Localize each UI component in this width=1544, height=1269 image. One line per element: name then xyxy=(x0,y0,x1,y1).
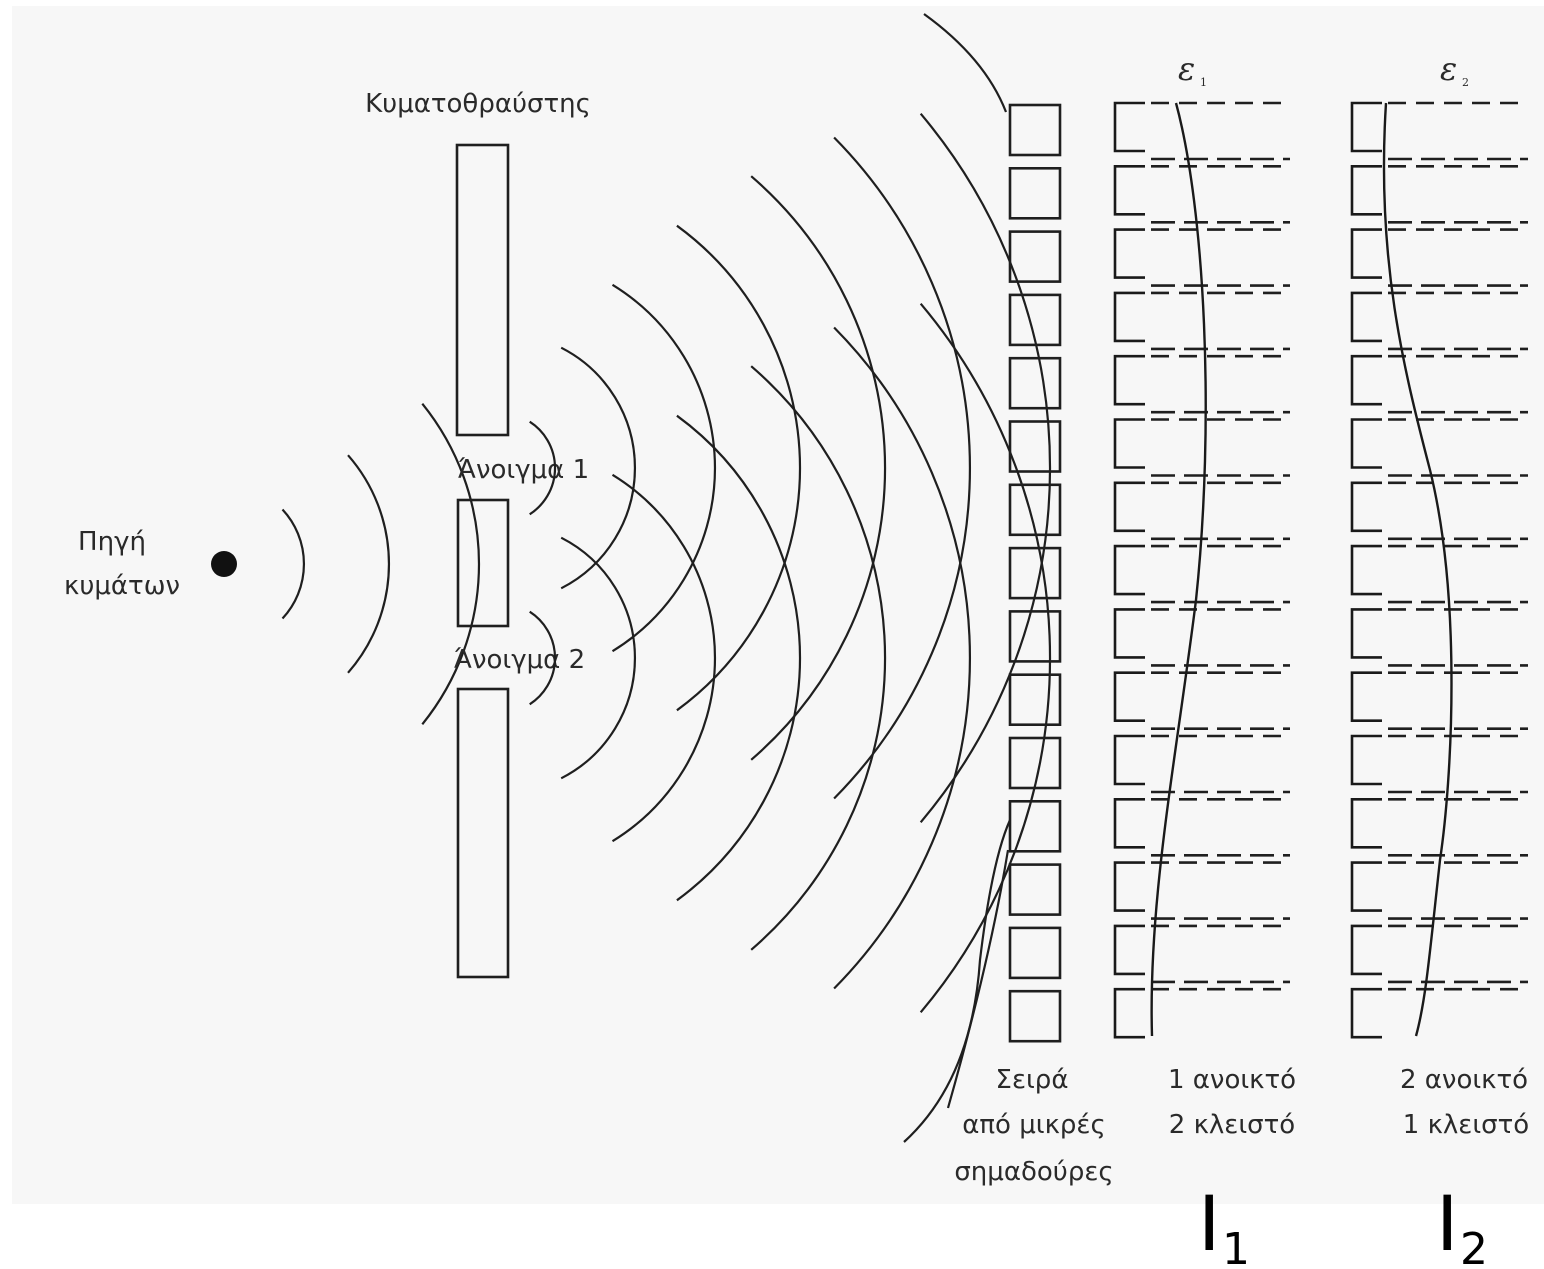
buoy xyxy=(1008,483,1062,537)
breakwater-middle-segment xyxy=(456,498,510,628)
marker-bracket xyxy=(1113,608,1145,659)
opening-2-wavefront xyxy=(560,536,636,780)
marker-bracket xyxy=(1350,354,1382,406)
buoys-label-line2: από μικρές xyxy=(962,1110,1105,1140)
svg-text:ε: ε xyxy=(1440,50,1457,88)
opening-1-wavefront xyxy=(529,420,557,516)
buoys-label-line3: σημαδούρες xyxy=(954,1157,1113,1187)
buoy xyxy=(1008,103,1062,157)
marker-bracket xyxy=(1350,101,1382,153)
buoys-label-line1: Σειρά xyxy=(996,1065,1069,1095)
marker-bracket xyxy=(1350,481,1382,533)
marker-bracket xyxy=(1350,987,1382,1039)
marker-bracket xyxy=(1350,924,1382,976)
marker-bracket xyxy=(1350,798,1382,849)
marker-bracket xyxy=(1113,481,1145,533)
marker-bracket xyxy=(1113,798,1145,849)
buoy xyxy=(1008,989,1062,1043)
incident-wavefront xyxy=(281,508,305,620)
buoy xyxy=(1008,799,1062,853)
opening-1-wavefront xyxy=(611,283,717,653)
case-1-amplitude-curve xyxy=(1150,102,1207,1037)
svg-text:1: 1 xyxy=(1200,76,1207,89)
svg-text:I: I xyxy=(1436,1179,1458,1268)
case-1-amplitude-markers xyxy=(1113,101,1290,1039)
buoy xyxy=(1008,293,1062,347)
svg-text:I: I xyxy=(1198,1179,1220,1268)
marker-bracket xyxy=(1113,165,1145,216)
marker-bracket xyxy=(1350,734,1382,786)
opening-2-diffracted-wavefronts xyxy=(529,302,1052,1014)
source-label-line1: Πηγή xyxy=(78,527,146,557)
opening-1-label: Άνοιγμα 1 xyxy=(458,455,589,485)
marker-bracket xyxy=(1113,544,1145,596)
marker-bracket xyxy=(1350,544,1382,596)
opening-1-diffracted-wavefronts xyxy=(529,112,1052,824)
case-2-label-line2: 1 κλειστό xyxy=(1403,1110,1529,1140)
svg-text:2: 2 xyxy=(1460,1224,1488,1269)
case-2-label-line1: 2 ανοικτό xyxy=(1400,1065,1528,1095)
opening-2-wavefront xyxy=(833,326,971,990)
buoy xyxy=(1008,230,1062,283)
breakwater-top-segment xyxy=(455,143,510,437)
svg-text:ε: ε xyxy=(1178,50,1195,88)
case-1-label-line1: 1 ανοικτό xyxy=(1168,1065,1296,1095)
opening-1-wavefront xyxy=(833,136,971,800)
buoy xyxy=(1008,926,1062,980)
buoy xyxy=(1008,167,1062,220)
marker-bracket xyxy=(1113,354,1145,406)
opening-1-wavefront xyxy=(750,175,887,761)
buoy xyxy=(1008,420,1062,473)
incident-wavefront xyxy=(421,403,481,725)
marker-bracket xyxy=(1113,671,1145,722)
opening-2-wavefront xyxy=(529,610,557,706)
epsilon-1-label: ε 1 xyxy=(1178,50,1207,89)
marker-bracket xyxy=(1113,101,1145,153)
marker-bracket xyxy=(1113,861,1145,912)
marker-bracket xyxy=(1350,418,1382,469)
case-1-label-line2: 2 κλειστό xyxy=(1169,1110,1295,1140)
opening-2-wavefront xyxy=(750,365,887,951)
source-label-line2: κυμάτων xyxy=(64,571,180,601)
wave-source-dot xyxy=(211,551,237,577)
buoy-row xyxy=(1008,103,1062,1043)
buoy xyxy=(1008,610,1062,663)
buoy xyxy=(1008,736,1062,790)
buoy xyxy=(1008,673,1062,727)
marker-bracket xyxy=(1350,671,1382,722)
case-2-amplitude-curve xyxy=(1382,102,1453,1037)
buoy xyxy=(1008,863,1062,916)
opening-1-wavefront xyxy=(676,224,802,712)
marker-bracket xyxy=(1350,608,1382,659)
marker-bracket xyxy=(1113,291,1145,343)
opening-2-wavefront xyxy=(676,414,802,902)
marker-bracket xyxy=(1350,291,1382,343)
marker-bracket xyxy=(1113,228,1145,279)
marker-bracket xyxy=(1350,165,1382,216)
marker-bracket xyxy=(1113,924,1145,976)
breakwater-bottom-segment xyxy=(456,687,510,979)
svg-text:2: 2 xyxy=(1462,76,1469,89)
opening-2-label: Άνοιγμα 2 xyxy=(454,645,585,675)
incident-wavefront xyxy=(347,454,390,674)
incident-wavefronts xyxy=(281,403,481,725)
marker-bracket xyxy=(1113,734,1145,786)
buoy xyxy=(1008,356,1062,410)
buoy xyxy=(1008,546,1062,600)
opening-2-wavefront xyxy=(611,473,717,843)
marker-bracket xyxy=(1113,987,1145,1039)
case-2-amplitude-markers xyxy=(1350,101,1528,1039)
intensity-2-label: I 2 xyxy=(1436,1179,1488,1269)
opening-1-wavefront xyxy=(919,112,1052,824)
intensity-1-label: I 1 xyxy=(1198,1179,1250,1269)
breakwater-label: Κυματοθραύστης xyxy=(365,89,591,119)
marker-bracket xyxy=(1350,228,1382,279)
epsilon-2-label: ε 2 xyxy=(1440,50,1469,89)
diagram-background xyxy=(12,6,1544,1204)
marker-bracket xyxy=(1350,861,1382,912)
buoy-pointer-lines xyxy=(903,13,1012,1143)
svg-text:1: 1 xyxy=(1222,1224,1250,1269)
marker-bracket xyxy=(1113,418,1145,469)
